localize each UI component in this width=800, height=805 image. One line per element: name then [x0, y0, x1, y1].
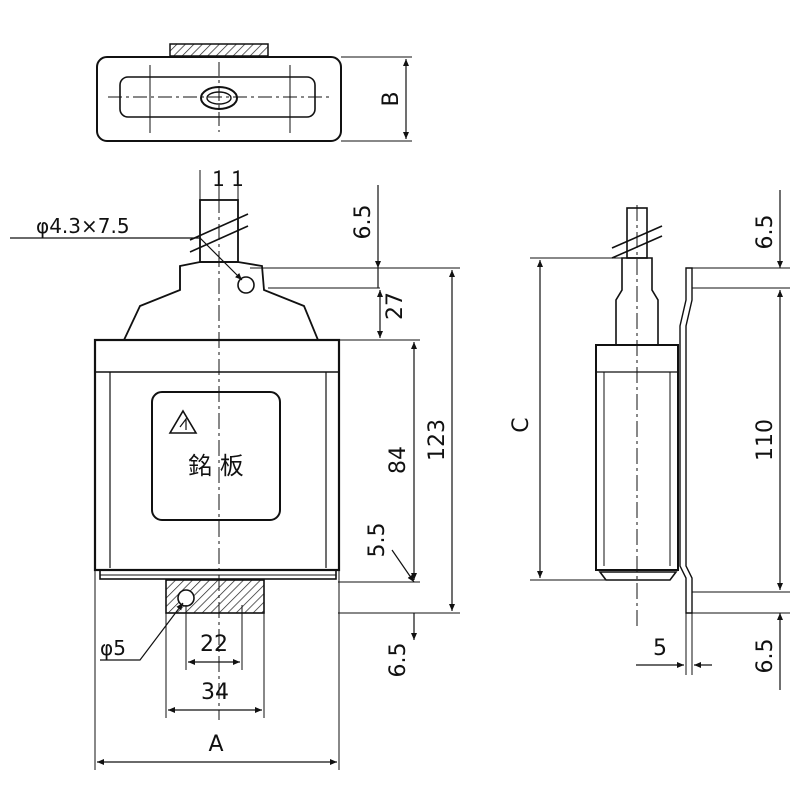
pin-hole [177, 589, 195, 607]
dim-84: 84 [386, 446, 411, 474]
top-view-body [96, 56, 342, 142]
pin-note: φ5 [100, 636, 126, 660]
dim-123: 123 [425, 419, 450, 461]
hole-note: φ4.3×7.5 [36, 214, 130, 238]
dim-110: 110 [753, 419, 778, 461]
dim-22: 22 [200, 632, 228, 657]
dim-c: C [509, 417, 534, 432]
mounting-bracket [679, 267, 693, 614]
top-view-oval-hole [200, 86, 238, 110]
top-view [96, 43, 412, 142]
top-view-mount-strip [169, 43, 269, 57]
front-view [10, 170, 460, 770]
dim-b-label: B [379, 91, 404, 106]
dim-34: 34 [201, 680, 229, 705]
dim-6-5-bottom-front: 6.5 [386, 643, 411, 678]
side-view [530, 190, 790, 690]
dim-6-5-top-front: 6.5 [351, 205, 376, 240]
dim-6-5-bottom-side: 6.5 [753, 639, 778, 674]
top-gap-label: 1 1 [212, 167, 244, 191]
dim-27: 27 [383, 292, 408, 320]
warning-triangle-icon [168, 409, 198, 434]
dim-a: A [208, 732, 223, 757]
nameplate [151, 391, 281, 521]
dim-6-5-top-side: 6.5 [753, 215, 778, 250]
side-foot [598, 571, 678, 581]
dim-5-5: 5.5 [365, 523, 390, 558]
front-shoulder [122, 261, 320, 341]
side-body [595, 344, 679, 571]
nameplate-label: 銘 板 [188, 452, 244, 480]
mounting-hole [237, 276, 255, 294]
dim-5: 5 [653, 636, 667, 661]
